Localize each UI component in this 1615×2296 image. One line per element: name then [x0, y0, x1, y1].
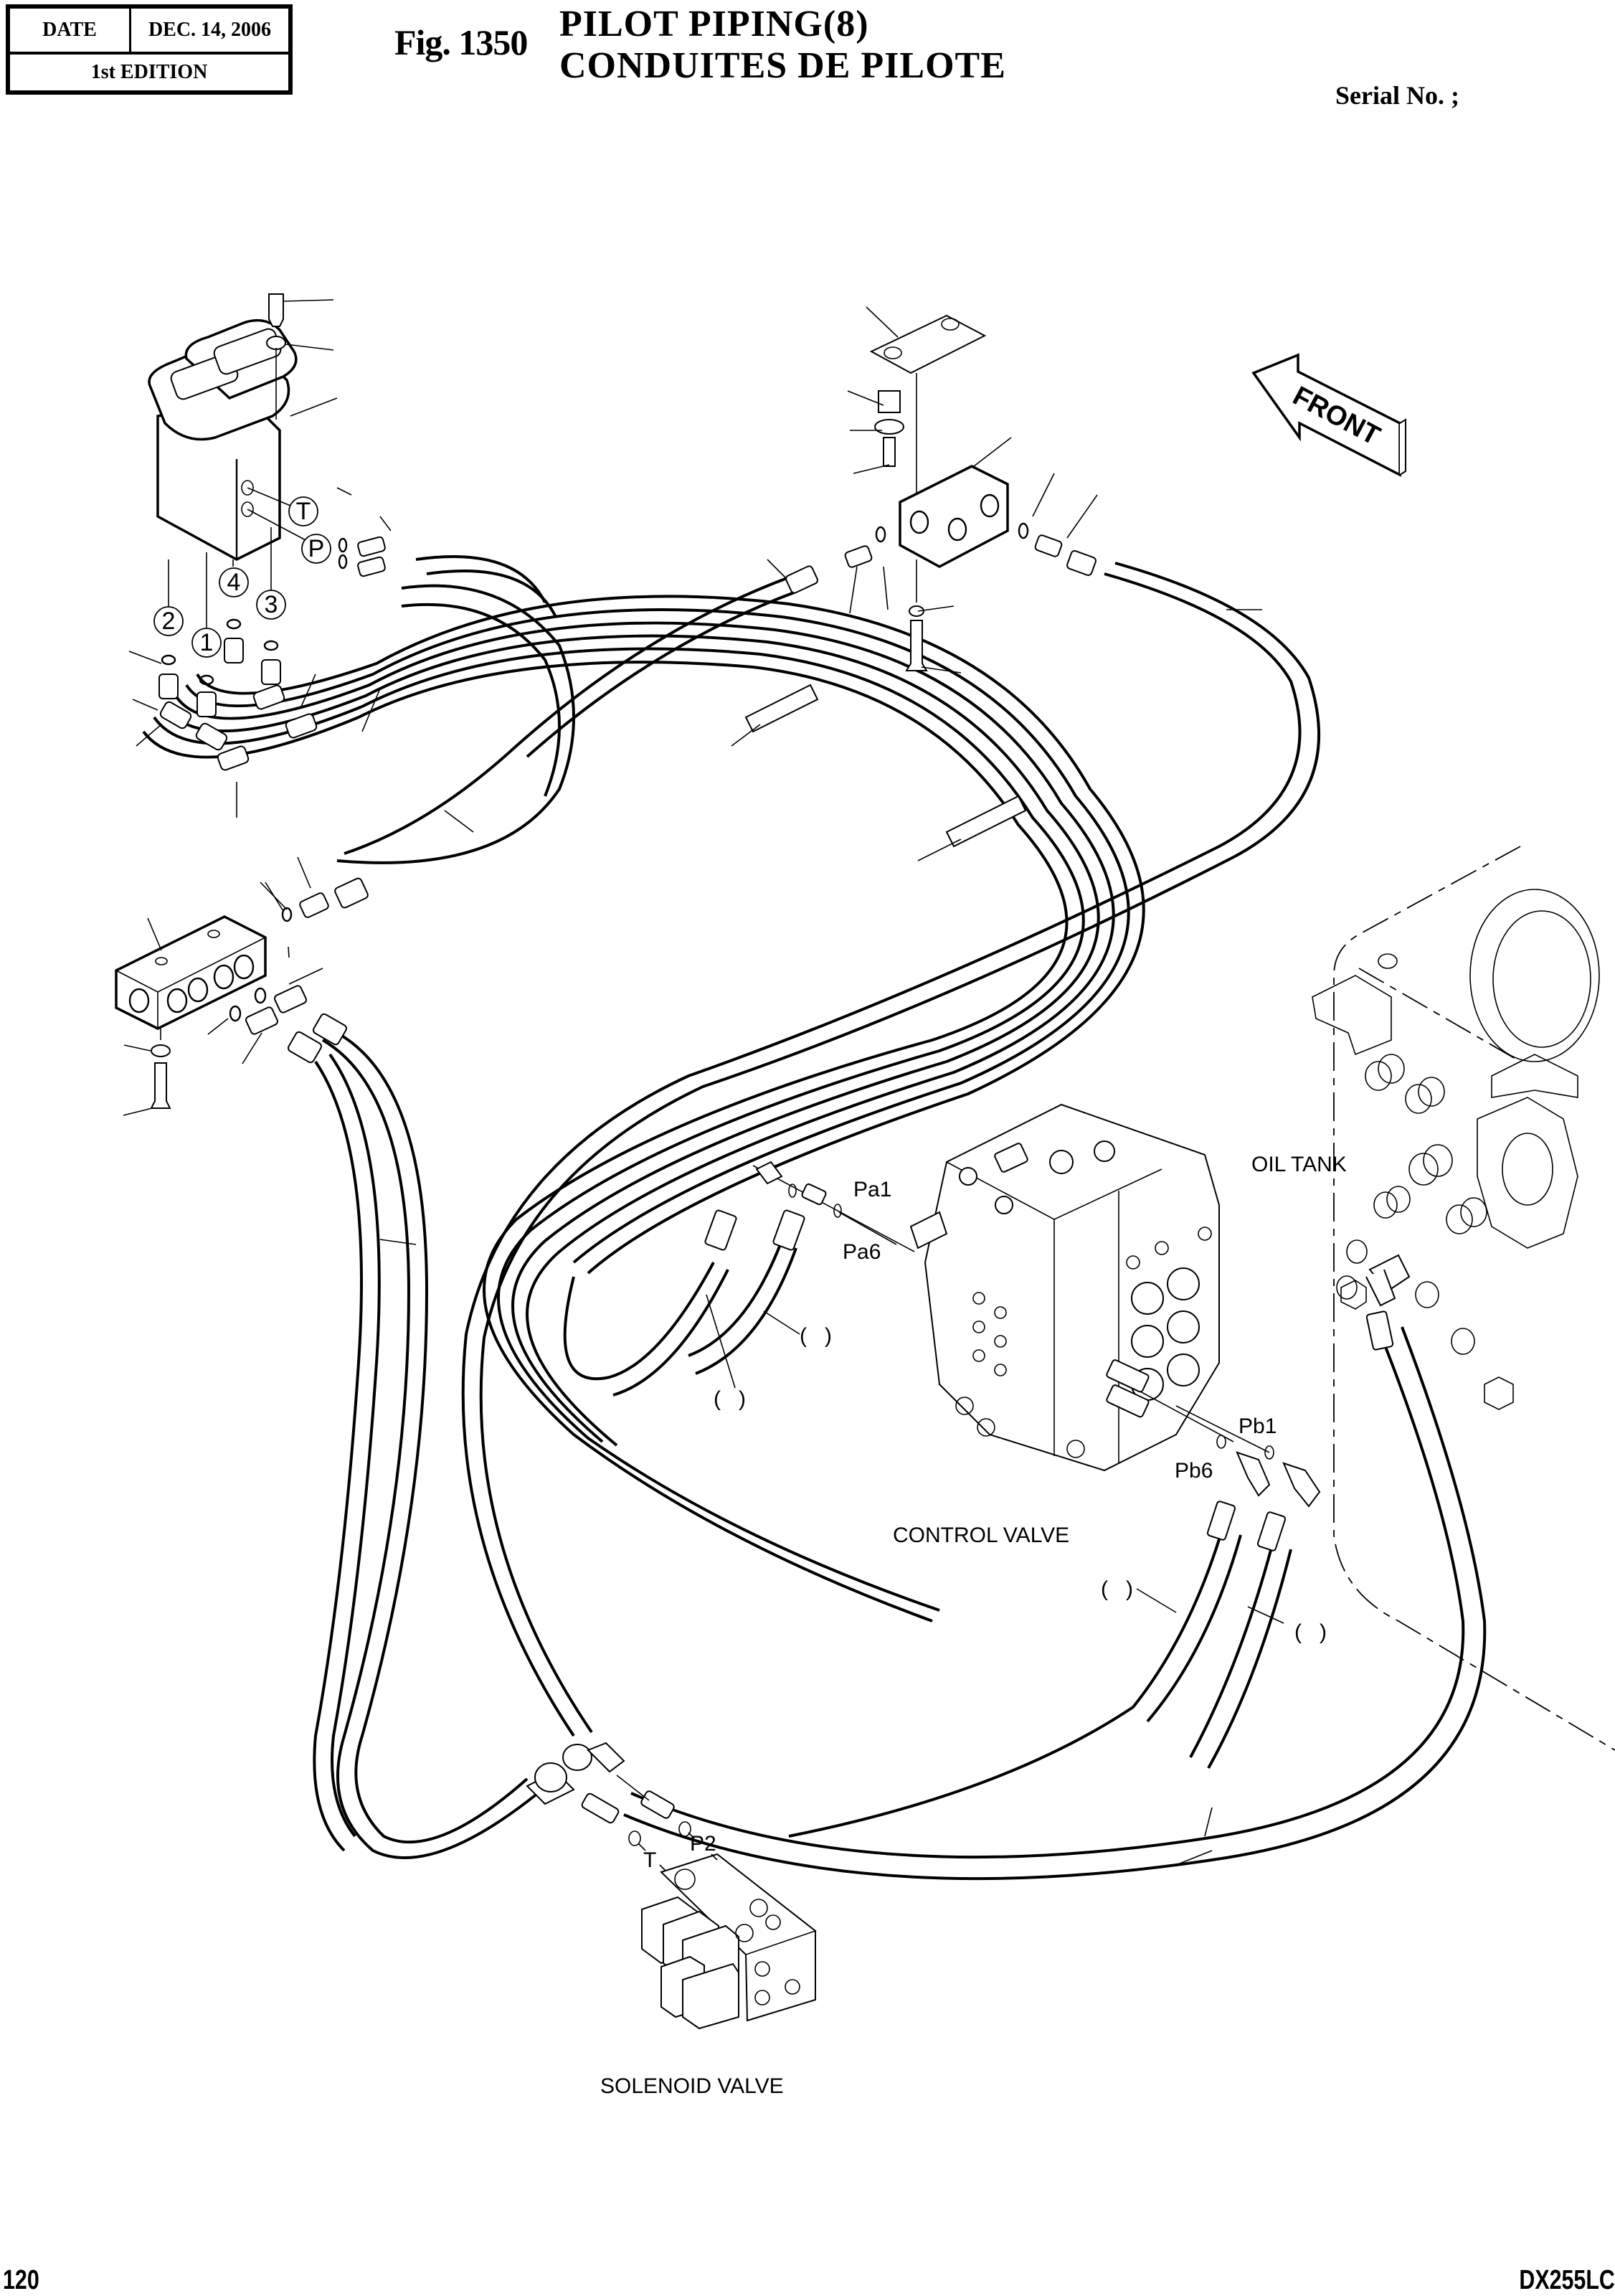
- hoses: [142, 555, 1487, 1881]
- port-label-t: T: [643, 1848, 656, 1872]
- port-label-pb1: Pb1: [1239, 1414, 1277, 1438]
- page-title-fr: CONDUITES DE PILOTE: [559, 45, 1006, 86]
- hose-bundle-main: [142, 595, 1145, 1622]
- control-valve: [909, 1103, 1220, 1472]
- port-circle-3: 3: [256, 590, 286, 620]
- revision-box: DATE DEC. 14, 2006 1st EDITION: [6, 4, 293, 95]
- hose-left-loop: [313, 1031, 539, 1859]
- port-circle-p: P: [301, 534, 331, 564]
- leader-lines-rcv: [128, 299, 392, 818]
- label-control-valve: CONTROL VALVE: [893, 1523, 1069, 1547]
- port-circle-1: 1: [191, 628, 222, 658]
- callout-leaders: [706, 1294, 1284, 1624]
- junction-block-left: [115, 877, 369, 1109]
- blank-callout: ( ): [1294, 1620, 1327, 1644]
- leader-line: [379, 1239, 417, 1245]
- label-oil-tank: OIL TANK: [1251, 1153, 1347, 1176]
- junction-block-top: [785, 314, 1097, 671]
- leader-line: [1175, 1850, 1213, 1866]
- leader-line: [917, 838, 962, 861]
- hose-tank-return: [623, 1326, 1487, 1881]
- label-solenoid-valve: SOLENOID VALVE: [600, 2074, 784, 2098]
- hose-supply: [461, 562, 1321, 1737]
- page-number: 120: [3, 2265, 39, 2295]
- front-direction-arrow: FRONT: [1251, 353, 1406, 477]
- port-circle-2: 2: [153, 606, 184, 636]
- hose-rcv-outlets: [336, 555, 797, 864]
- edition-label: 1st EDITION: [90, 61, 208, 83]
- leader-lines-junction-left: [123, 856, 323, 1116]
- port-circle-2-label: 2: [162, 608, 176, 635]
- port-label-pb6: Pb6: [1175, 1459, 1213, 1483]
- port-circle-3-label: 3: [265, 591, 278, 618]
- port-circle-1-label: 1: [200, 629, 214, 656]
- port-label-pa1: Pa1: [853, 1178, 891, 1201]
- port-label-pa6: Pa6: [843, 1240, 881, 1264]
- leader-line: [444, 810, 474, 833]
- leader-line: [731, 724, 761, 747]
- port-label-p2: P2: [690, 1832, 716, 1856]
- rcv-fittings: [158, 536, 386, 771]
- tank-boss: [1336, 1054, 1487, 1355]
- blank-callout: ( ): [1101, 1577, 1133, 1601]
- hose-pa-ports: [563, 1240, 797, 1397]
- port-circle-t-label: T: [296, 498, 311, 525]
- port-circle-4-label: 4: [227, 569, 241, 596]
- leader-line: [1204, 1807, 1213, 1837]
- figure-number: Fig. 1350: [394, 22, 528, 62]
- control-valve-port-fittings: [704, 1161, 1394, 1551]
- leader-lines-junction-top: [767, 306, 1262, 674]
- page-title-en: PILOT PIPING(8): [559, 4, 869, 44]
- serial-number-label: Serial No. ;: [1335, 81, 1459, 110]
- blank-callout: ( ): [714, 1387, 746, 1411]
- solenoid-valve: [641, 1853, 817, 2030]
- port-circle-p-label: P: [308, 535, 325, 562]
- port-circle-t: T: [288, 496, 318, 526]
- blank-callout: ( ): [800, 1324, 832, 1348]
- solenoid-fittings: [526, 1742, 718, 1871]
- hose-clamp: [744, 684, 1027, 848]
- date-label: DATE: [10, 9, 131, 52]
- hose-pb-ports: [788, 1527, 1292, 1838]
- port-circle-4: 4: [219, 567, 249, 597]
- date-value: DEC. 14, 2006: [148, 19, 272, 41]
- model-name: DX255LC: [1519, 2265, 1615, 2295]
- remote-control-valve: [148, 293, 298, 561]
- oil-tank: [1312, 846, 1615, 1751]
